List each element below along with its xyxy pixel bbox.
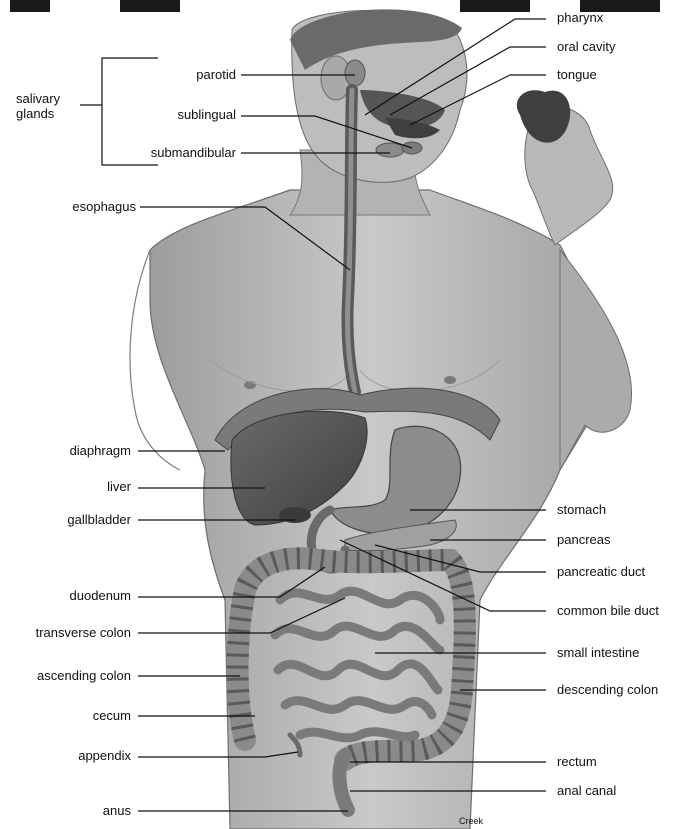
gallbladder-label: gallbladder (67, 512, 131, 527)
salivary-glands-line-1: salivary (16, 91, 60, 106)
descending-colon-label: descending colon (557, 682, 658, 697)
stomach-label: stomach (557, 502, 606, 517)
duodenum-label: duodenum (70, 588, 131, 603)
salivary-glands-label: salivary glands (16, 91, 60, 121)
rectum-label: rectum (557, 754, 597, 769)
transverse-colon-label: transverse colon (36, 625, 131, 640)
pharynx-label: pharynx (557, 10, 603, 25)
rectum-shape (339, 755, 348, 810)
common-bile-duct-label: common bile duct (557, 603, 659, 618)
cecum-label: cecum (93, 708, 131, 723)
pancreas-label: pancreas (557, 532, 610, 547)
appendix-label: appendix (78, 748, 131, 763)
parotid-label: parotid (196, 67, 236, 82)
tongue-label: tongue (557, 67, 597, 82)
diaphragm-label: diaphragm (70, 443, 131, 458)
submandibular-label: submandibular (151, 145, 236, 160)
credit-label: Creek (459, 816, 483, 826)
esophagus-label: esophagus (72, 199, 136, 214)
anal-canal-label: anal canal (557, 783, 616, 798)
anus-label: anus (103, 803, 131, 818)
liver-label: liver (107, 479, 131, 494)
sublingual-label: sublingual (177, 107, 236, 122)
salivary-glands-line-2: glands (16, 106, 60, 121)
ascending-colon-label: ascending colon (37, 668, 131, 683)
pancreatic-duct-label: pancreatic duct (557, 564, 645, 579)
small-intestine-label: small intestine (557, 645, 639, 660)
oral-cavity-label: oral cavity (557, 39, 616, 54)
